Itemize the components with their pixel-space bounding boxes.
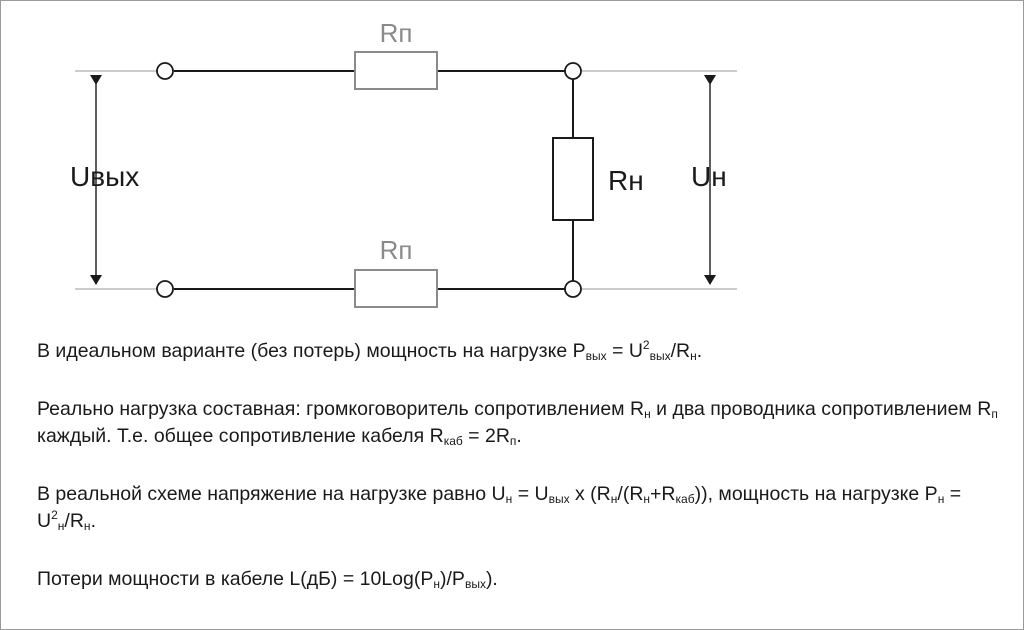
- text-run: = U: [606, 340, 643, 362]
- subscript: н: [610, 492, 618, 506]
- text-run: В идеальном варианте (без потерь) мощнос…: [37, 340, 586, 362]
- subscript: вых: [585, 349, 607, 363]
- text-run: ).: [485, 568, 498, 590]
- paragraph-cable-loss: Потери мощности в кабеле L(дБ) = 10Log(P…: [37, 566, 1007, 593]
- paragraph-ideal-power: В идеальном варианте (без потерь) мощнос…: [37, 338, 1007, 365]
- text-run: Реально нагрузка составная: громкоговори…: [37, 398, 645, 420]
- label-r-line-bottom: Rп: [380, 235, 413, 265]
- text-run: )), мощность на нагрузке P: [694, 483, 938, 505]
- subscript: н: [644, 407, 651, 421]
- subscript: н: [690, 349, 697, 363]
- paragraph-real-voltage: В реальной схеме напряжение на нагрузке …: [37, 481, 1007, 535]
- resistor-load: [552, 137, 594, 221]
- terminal-top-left: [156, 62, 174, 80]
- subscript: вых: [548, 492, 570, 506]
- subscript: н: [57, 519, 65, 533]
- subscript: п: [991, 407, 998, 421]
- subscript: каб: [675, 492, 695, 506]
- subscript: н: [505, 492, 513, 506]
- subscript: н: [83, 519, 91, 533]
- label-r-line-top: Rп: [380, 18, 413, 48]
- text-run: +R: [650, 483, 676, 505]
- subscript: вых: [464, 577, 486, 591]
- text-run: )/P: [440, 568, 465, 590]
- terminal-top-right: [564, 62, 582, 80]
- superscript: 2: [51, 508, 58, 522]
- text-run: = U: [37, 483, 962, 532]
- superscript: 2: [642, 338, 650, 352]
- paragraph-composite-load: Реально нагрузка составная: громкоговори…: [37, 396, 1007, 450]
- label-u-out: Uвых: [70, 161, 139, 192]
- label-u-load: Uн: [691, 161, 727, 192]
- subscript: п: [509, 434, 517, 448]
- text-run: В реальной схеме напряжение на нагрузке …: [37, 483, 506, 505]
- resistor-line-top: [354, 51, 438, 90]
- subscript: вых: [649, 349, 671, 363]
- text-run: .: [696, 340, 703, 362]
- text-run: = U: [512, 483, 549, 505]
- subscript: каб: [443, 434, 463, 448]
- text-run: .: [516, 425, 522, 447]
- explanation-text: В идеальном варианте (без потерь) мощнос…: [37, 338, 1007, 593]
- circuit-diagram: Rп Rп Rн Uвых Uн: [70, 18, 737, 308]
- text-run: Потери мощности в кабеле L(дБ) = 10Log(P: [37, 568, 434, 590]
- text-run: /(R: [617, 483, 644, 505]
- subscript: н: [937, 492, 945, 506]
- subscript: н: [643, 492, 651, 506]
- text-run: /R: [64, 510, 84, 532]
- terminal-bottom-left: [156, 280, 174, 298]
- resistor-line-bottom: [354, 269, 438, 308]
- text-run: = 2R: [462, 425, 510, 447]
- text-run: .: [90, 510, 96, 532]
- subscript: н: [433, 577, 441, 591]
- text-run: /R: [670, 340, 691, 362]
- text-run: каждый. Т.е. общее сопротивление кабеля …: [37, 425, 444, 447]
- terminal-bottom-right: [564, 280, 582, 298]
- label-r-load: Rн: [608, 165, 644, 196]
- text-run: и два проводника сопротивлением R: [650, 398, 992, 420]
- text-run: x (R: [569, 483, 611, 505]
